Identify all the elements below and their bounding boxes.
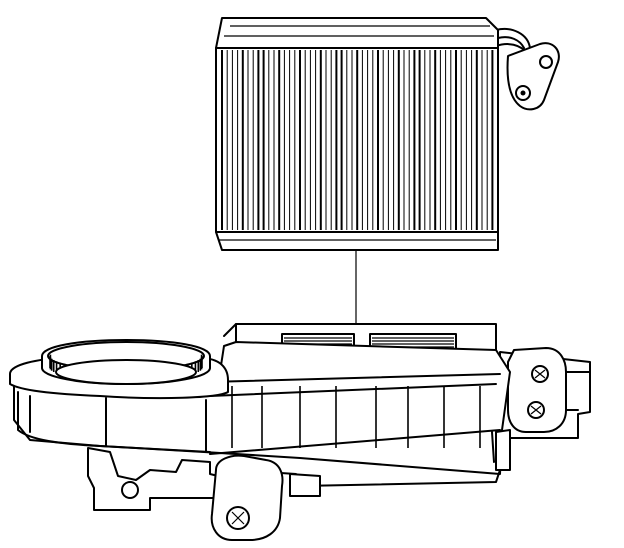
- mounting-bracket: [499, 347, 591, 439]
- evaporator-fins: [221, 50, 494, 230]
- case-bottom-fittings: [87, 429, 511, 541]
- evaporator-pipe-fitting: [495, 28, 560, 111]
- hvac-module-case: [9, 323, 591, 541]
- blower-inlet: [41, 339, 211, 385]
- evaporator-core: [215, 17, 560, 251]
